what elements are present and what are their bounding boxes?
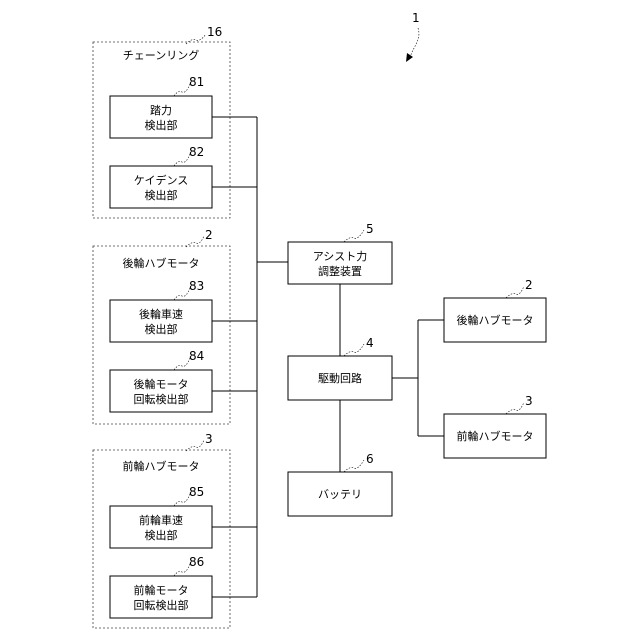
block-assist-line1: アシスト力 [313,250,368,263]
ref-81: 81 [189,75,204,89]
ref-83: 83 [189,279,204,293]
group-front-hub-ref: 3 [205,432,213,446]
block-front-motor-line1: 前輪ハブモータ [457,429,534,443]
block-rear-motor-rot-line2: 回転検出部 [134,392,189,406]
block-pedal-force-line2: 検出部 [145,118,178,132]
group-chainring-ref: 16 [207,25,222,39]
block-rear-motor-line1: 後輪ハブモータ [457,313,534,327]
block-drive-line1: 駆動回路 [318,371,362,385]
ref-2: 2 [525,278,533,292]
ref-5-leader [344,230,364,242]
ref-84: 84 [189,349,204,363]
block-cadence-line1: ケイデンス [134,173,189,187]
group-rear-hub-ref-leader [186,236,204,247]
ref-81-leader [174,84,190,96]
block-front-motor-rot-line1: 前輪モータ [134,583,189,597]
figure-ref-leader [410,28,419,58]
group-chainring-ref-leader [186,34,206,44]
block-front-speed-line1: 前輪車速 [139,513,183,527]
block-front-motor-rot-line2: 回転検出部 [134,598,189,612]
block-cadence-line2: 検出部 [145,188,178,202]
ref-82-leader [174,154,190,166]
block-rear-speed-line1: 後輪車速 [139,307,183,321]
group-front-hub-ref-leader [186,440,204,451]
group-rear-hub-ref: 2 [205,228,213,242]
group-front-hub-title: 前輪ハブモータ [123,459,200,473]
block-rear-motor-rot-line1: 後輪モータ [134,377,189,391]
ref-85-leader [174,494,190,506]
figure-ref-arrowhead [406,53,413,62]
ref-5: 5 [366,222,374,236]
group-rear-hub-title: 後輪ハブモータ [123,256,200,270]
block-front-speed-line2: 検出部 [145,528,178,542]
block-pedal-force-line1: 踏力 [150,103,172,117]
group-chainring-title: チェーンリング [123,48,199,62]
ref-86: 86 [189,555,204,569]
ref-83-leader [174,288,190,300]
ref-2-leader [506,286,524,298]
block-rear-speed-line2: 検出部 [145,322,178,336]
ref-3: 3 [525,394,533,408]
ref-4: 4 [366,336,374,350]
figure-ref: 1 [412,11,420,25]
ref-4-leader [344,344,364,356]
ref-6: 6 [366,452,374,466]
block-battery-line1: バッテリ [318,488,362,501]
ref-3-leader [506,402,524,414]
block-assist-line2: 調整装置 [318,264,362,278]
ref-84-leader [174,358,190,370]
ref-85: 85 [189,485,204,499]
ref-86-leader [174,564,190,576]
ref-6-leader [344,460,364,472]
ref-82: 82 [189,145,204,159]
